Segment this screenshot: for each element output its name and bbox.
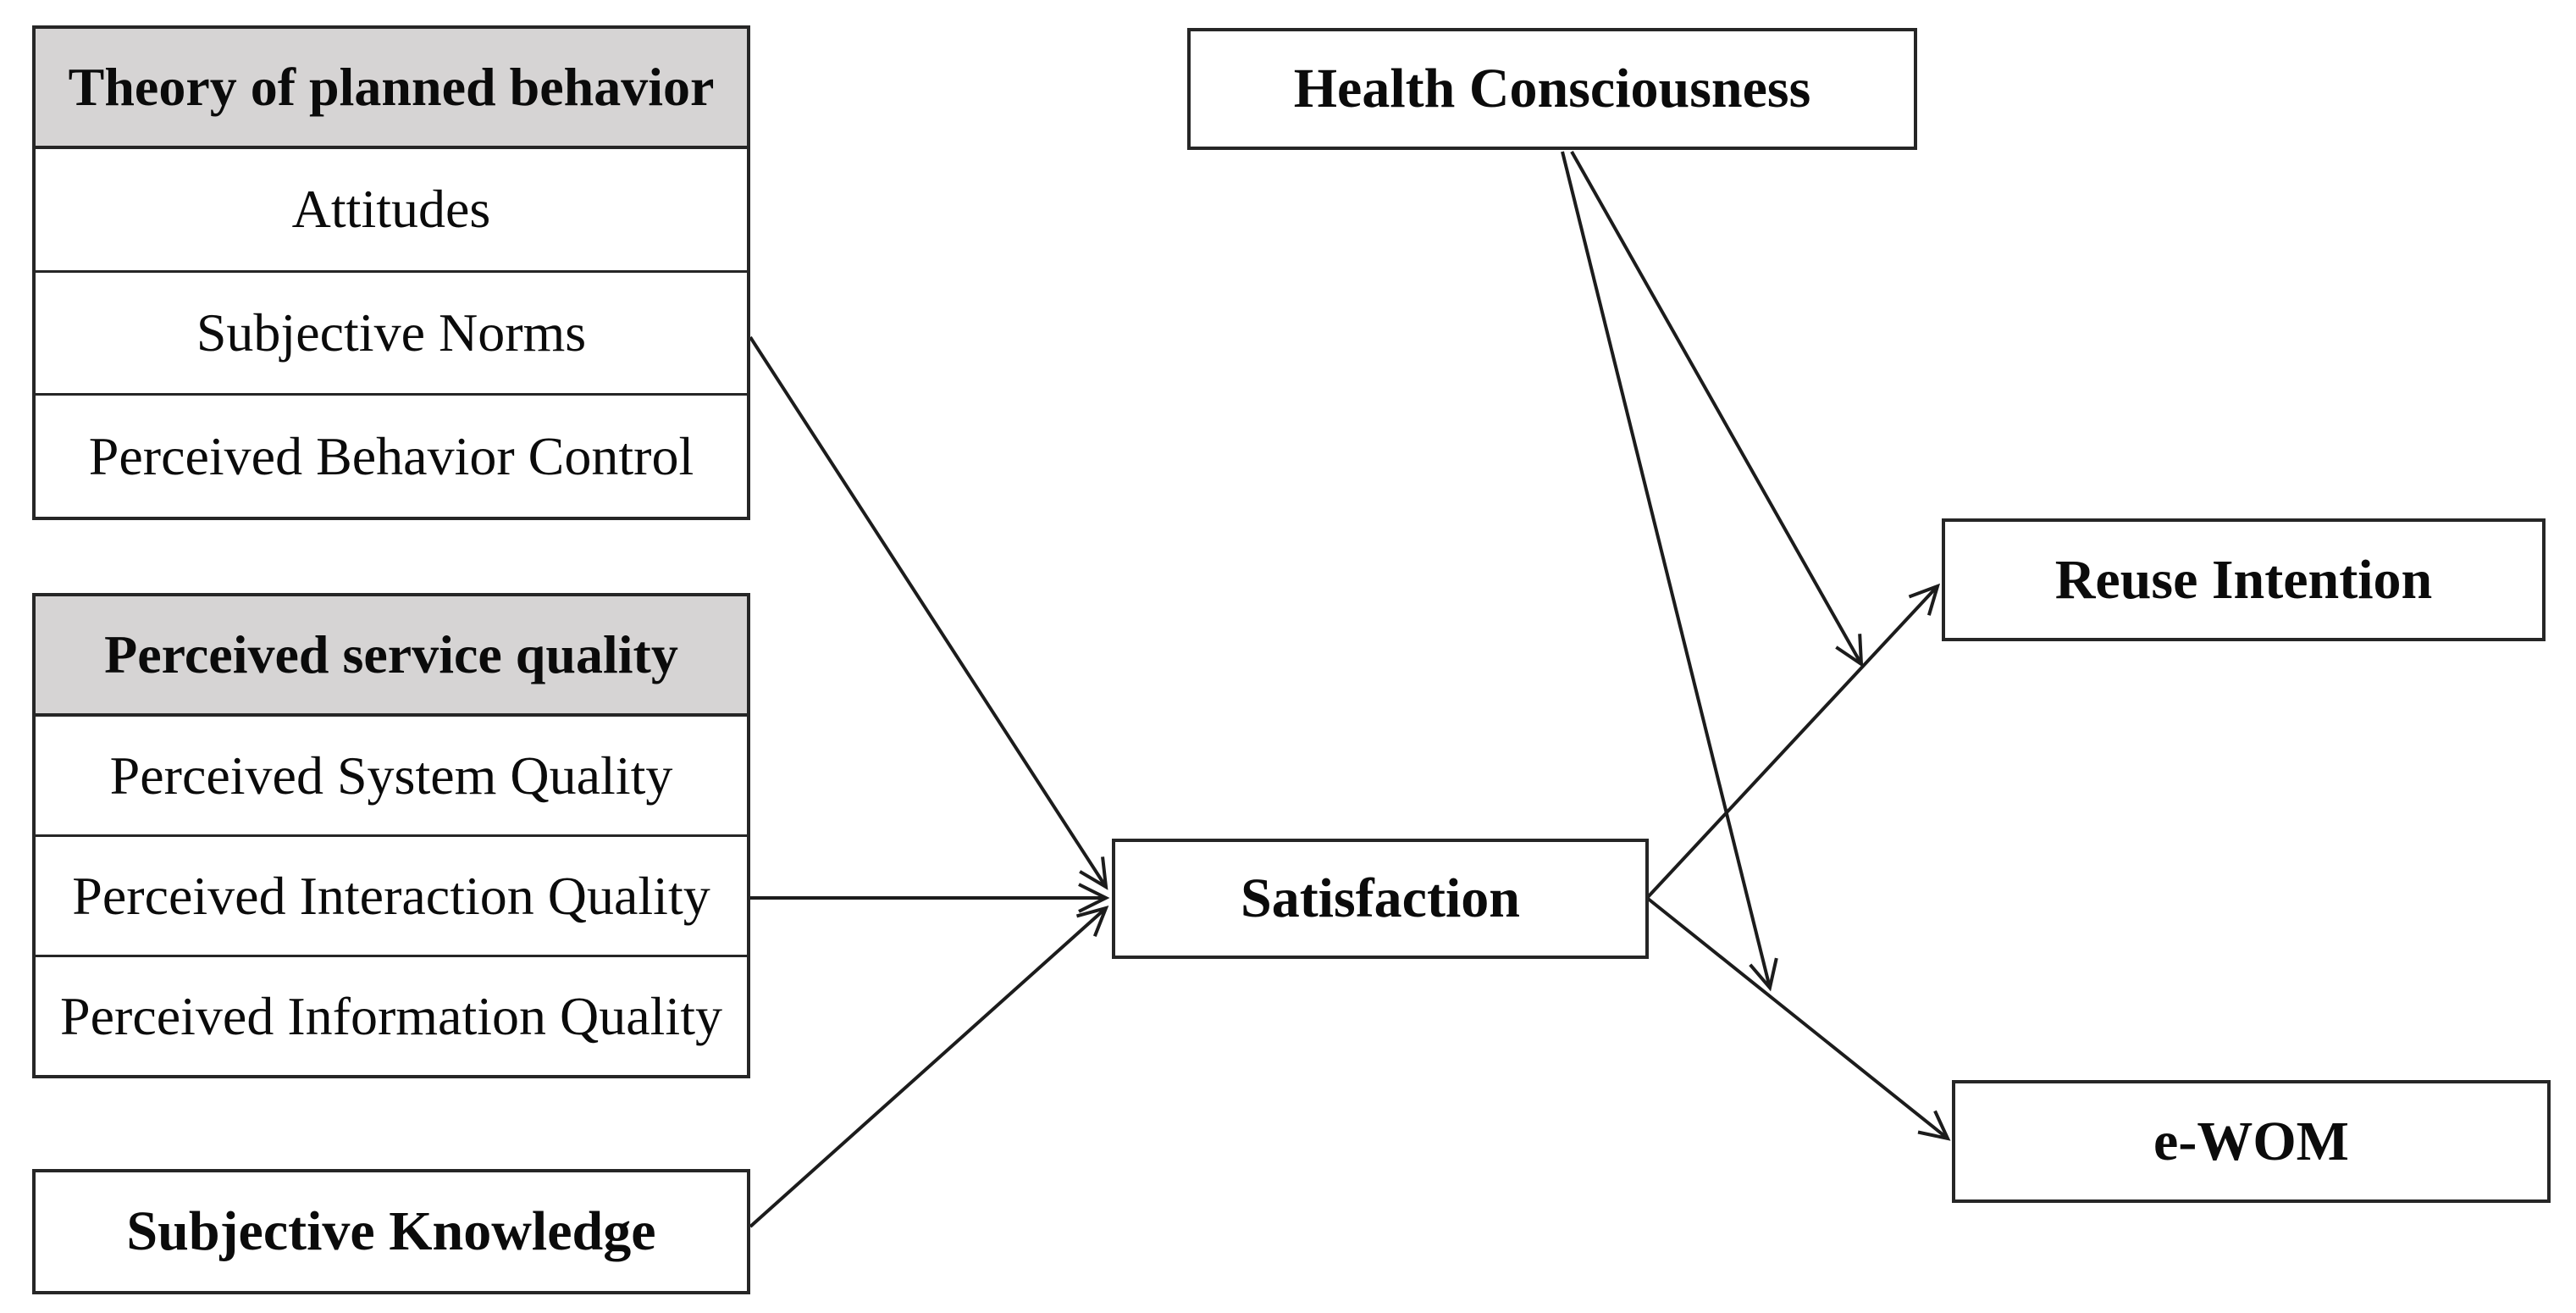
- arrow-subjective-knowledge-to-satisfaction: [749, 906, 1109, 1228]
- box-perceived-service-quality: Perceived service quality Perceived Syst…: [32, 593, 750, 1078]
- box-subjective-knowledge: Subjective Knowledge: [32, 1169, 750, 1294]
- header-perceived-service-quality: Perceived service quality: [36, 596, 747, 717]
- arrow-satisfaction-to-ewom: [1645, 896, 1951, 1141]
- row-perceived-system-quality: Perceived System Quality: [109, 745, 673, 806]
- row-attitudes: Attitudes: [291, 179, 491, 240]
- box-theory-of-planned-behavior: Theory of planned behavior Attitudes Sub…: [32, 25, 750, 520]
- box-health-consciousness: Health Consciousness: [1187, 28, 1917, 150]
- arrow-health-consciousness-moderates-ewom-path: [1561, 151, 1778, 992]
- header-theory-of-planned-behavior: Theory of planned behavior: [36, 29, 747, 149]
- row-subjective-norms: Subjective Norms: [36, 269, 747, 394]
- arrow-health-consciousness-moderates-reuse-path: [1570, 151, 1864, 668]
- box-satisfaction: Satisfaction: [1112, 839, 1649, 959]
- row-perceived-interaction-quality: Perceived Interaction Quality: [36, 834, 747, 955]
- arrow-subjective-norms-to-satisfaction: [749, 335, 1108, 890]
- box-ewom: e-WOM: [1952, 1080, 2551, 1203]
- arrow-satisfaction-to-reuse-intention: [1645, 583, 1941, 900]
- box-reuse-intention: Reuse Intention: [1942, 518, 2546, 641]
- row-perceived-behavior-control: Perceived Behavior Control: [36, 393, 747, 517]
- row-perceived-information-quality: Perceived Information Quality: [36, 955, 747, 1075]
